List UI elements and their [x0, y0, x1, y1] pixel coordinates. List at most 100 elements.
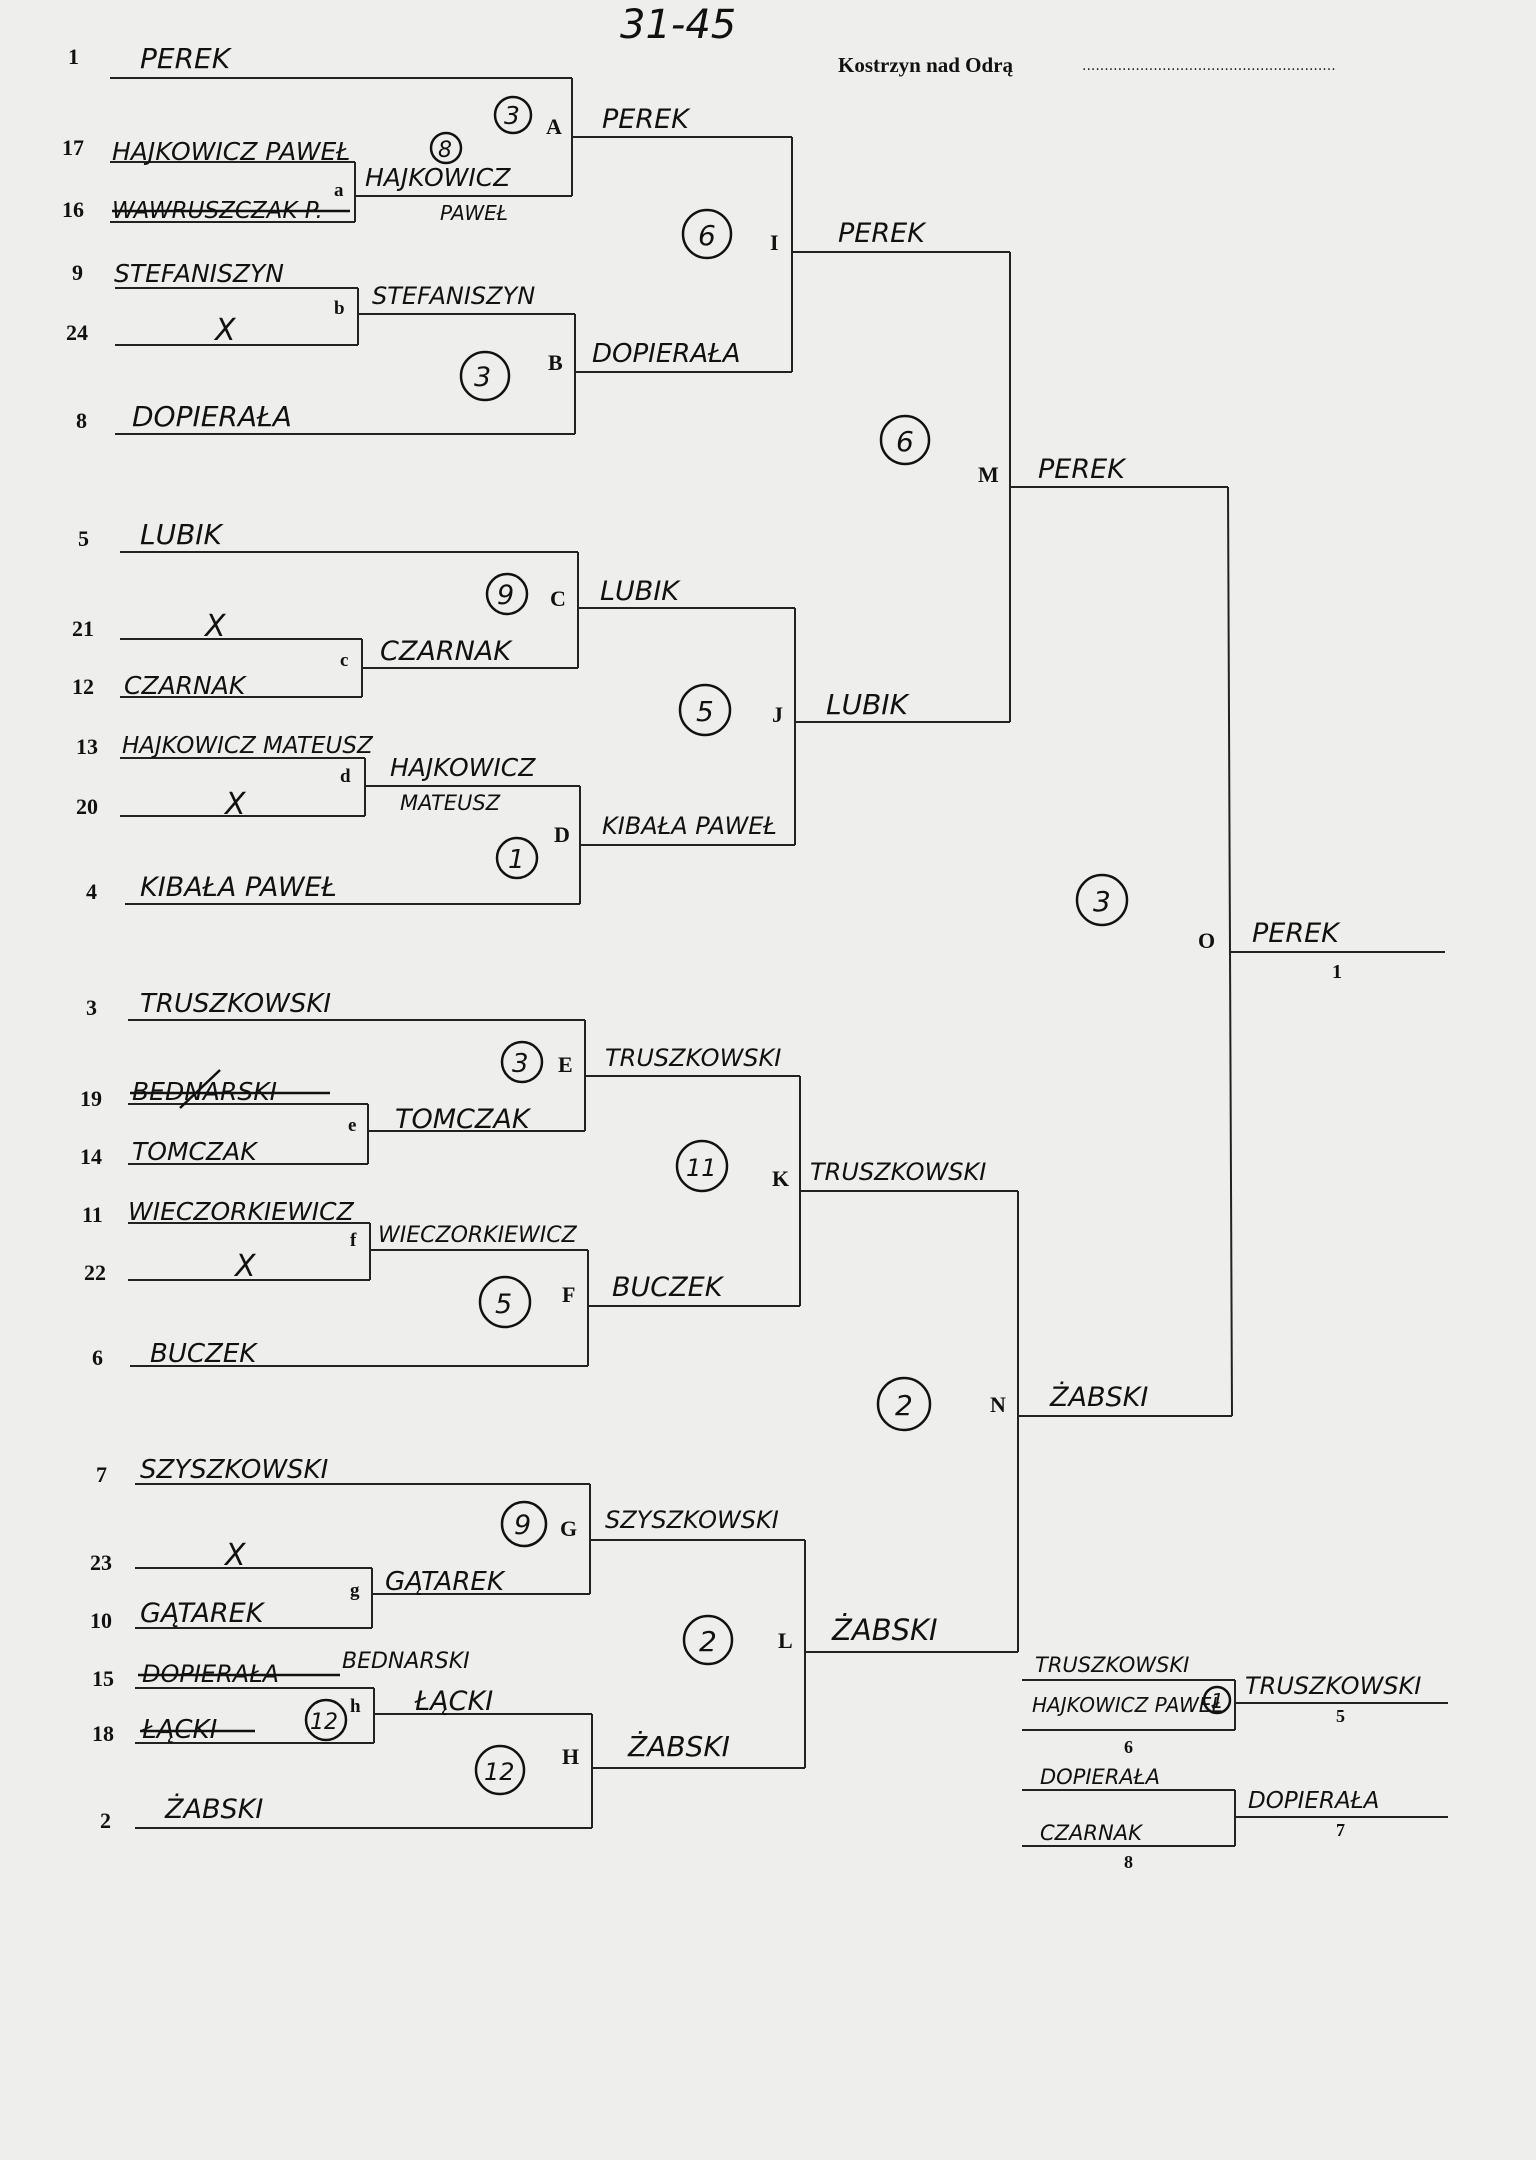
prelim-matches: a HAJKOWICZ PAWEŁ 8 b STEFANISZYN c CZAR… — [304, 131, 578, 1742]
seed-14: 14 — [80, 1144, 102, 1169]
match-c-letter: c — [340, 650, 348, 671]
round3-matches: I PEREK 6 J LUBIK 5 K TRUSZKOWSKI 11 L Ż… — [675, 208, 986, 1666]
place78-top: DOPIERAŁA — [1040, 1765, 1160, 1789]
match-f-winner: WIECZORKIEWICZ — [378, 1223, 578, 1248]
final-score: 3 — [1093, 885, 1111, 918]
match-K-score: 11 — [686, 1154, 717, 1182]
match-G-score: 9 — [514, 1510, 531, 1541]
match-L-winner: ŻABSKI — [831, 1613, 938, 1647]
match-b-letter: b — [334, 298, 345, 319]
match-B-score: 3 — [474, 362, 491, 393]
final-match: O PEREK 3 1 — [1075, 873, 1342, 983]
match-J-letter: J — [772, 702, 783, 727]
seed-11: 11 — [82, 1202, 103, 1227]
match-L-letter: L — [778, 1628, 793, 1653]
match-C-score: 9 — [497, 580, 514, 611]
match-J-score: 5 — [696, 695, 714, 728]
match-a-winner-2: PAWEŁ — [440, 201, 508, 225]
venue-dots: ........................................… — [1082, 58, 1336, 74]
round1-names: PEREK HAJKOWICZ PAWEŁ WAWRUSZCZAK P. STE… — [112, 42, 470, 1825]
place-7: 7 — [1336, 1820, 1345, 1840]
player-1: PEREK — [140, 42, 233, 75]
seed-19: 19 — [80, 1086, 102, 1111]
seed-22: 22 — [84, 1260, 106, 1285]
seed-24: 24 — [66, 320, 88, 345]
match-h-letter: h — [350, 1696, 361, 1717]
place-6: 6 — [1124, 1737, 1133, 1757]
final-place-1: 1 — [1332, 961, 1342, 983]
match-e-letter: e — [348, 1115, 356, 1136]
player-7: SZYSZKOWSKI — [140, 1455, 328, 1485]
player-4: KIBAŁA PAWEŁ — [140, 872, 337, 903]
match-E-letter: E — [558, 1052, 573, 1077]
match-B-winner: DOPIERAŁA — [592, 339, 741, 369]
seed-21: 21 — [72, 616, 94, 641]
seed-5: 5 — [78, 526, 89, 551]
seed-2: 2 — [100, 1808, 111, 1833]
player-6: BUCZEK — [150, 1339, 258, 1369]
match-B-letter: B — [548, 350, 563, 375]
player-9: STEFANISZYN — [114, 259, 284, 288]
match-F-letter: F — [562, 1282, 575, 1307]
match-F-winner: BUCZEK — [612, 1272, 725, 1303]
match-I-score: 6 — [698, 219, 716, 252]
final-winner: PEREK — [1252, 918, 1341, 949]
place78-bottom: CZARNAK — [1040, 1821, 1144, 1845]
bracket-lines — [110, 77, 1448, 1847]
match-O-letter: O — [1198, 928, 1215, 953]
match-J-winner: LUBIK — [826, 688, 911, 721]
match-A-letter: A — [546, 114, 562, 139]
seed-numbers: 1 17 16 9 24 8 5 21 12 13 20 4 3 19 14 1… — [62, 44, 114, 1833]
player-15-correction: BEDNARSKI — [342, 1649, 470, 1674]
seed-3: 3 — [86, 995, 97, 1020]
placement-matches: TRUSZKOWSKI HAJKOWICZ PAWEŁ 1 TRUSZKOWSK… — [1032, 1653, 1421, 1872]
match-H-letter: H — [562, 1744, 579, 1769]
player-3: TRUSZKOWSKI — [140, 989, 331, 1019]
round2-matches: A PEREK 3 B DOPIERAŁA 3 C LUBIK 9 D KIBA… — [459, 95, 781, 1796]
player-20: X — [223, 787, 247, 822]
player-22: X — [233, 1249, 257, 1284]
score-header: 31-45 — [620, 2, 736, 48]
match-G-letter: G — [560, 1516, 577, 1541]
seed-15: 15 — [92, 1666, 114, 1691]
match-H-score: 12 — [484, 1758, 515, 1786]
place-8: 8 — [1124, 1852, 1133, 1872]
player-17: HAJKOWICZ PAWEŁ — [112, 137, 350, 166]
match-F-score: 5 — [495, 1289, 512, 1320]
match-a-winner-1: HAJKOWICZ — [365, 163, 511, 192]
match-g-letter: g — [350, 1580, 360, 1601]
match-D-letter: D — [554, 822, 570, 847]
match-K-letter: K — [772, 1166, 789, 1191]
seed-17: 17 — [62, 135, 84, 160]
player-14: TOMCZAK — [132, 1137, 259, 1166]
seed-13: 13 — [76, 734, 98, 759]
player-11: WIECZORKIEWICZ — [128, 1197, 355, 1226]
match-c-winner: CZARNAK — [380, 636, 513, 667]
seed-8: 8 — [76, 408, 87, 433]
player-23: X — [223, 1538, 247, 1573]
player-12: CZARNAK — [124, 671, 248, 700]
match-I-letter: I — [770, 230, 779, 255]
player-13: HAJKOWICZ MATEUSZ — [122, 733, 374, 759]
match-d-winner-1: HAJKOWICZ — [390, 753, 536, 782]
match-M-letter: M — [978, 462, 999, 487]
player-21: X — [203, 609, 227, 644]
match-H-winner: ŻABSKI — [627, 1730, 730, 1763]
match-N-letter: N — [990, 1392, 1006, 1417]
match-g-winner: GĄTAREK — [385, 1567, 506, 1597]
match-M-winner: PEREK — [1038, 454, 1127, 485]
match-I-winner: PEREK — [838, 218, 927, 249]
player-19: BEDNARSKI — [132, 1077, 277, 1106]
match-E-winner: TRUSZKOWSKI — [605, 1044, 781, 1072]
seed-18: 18 — [92, 1721, 114, 1746]
semi-matches: M PEREK 6 N ŻABSKI 2 — [876, 414, 1148, 1432]
match-b-winner: STEFANISZYN — [372, 282, 535, 310]
place56-top: TRUSZKOWSKI — [1035, 1653, 1189, 1677]
seed-23: 23 — [90, 1550, 112, 1575]
seed-4: 4 — [86, 879, 97, 904]
seed-20: 20 — [76, 794, 98, 819]
match-D-winner: KIBAŁA PAWEŁ — [602, 812, 777, 840]
match-M-score: 6 — [896, 425, 914, 458]
player-24: X — [213, 313, 237, 348]
place56-bottom: HAJKOWICZ PAWEŁ — [1032, 1693, 1223, 1717]
